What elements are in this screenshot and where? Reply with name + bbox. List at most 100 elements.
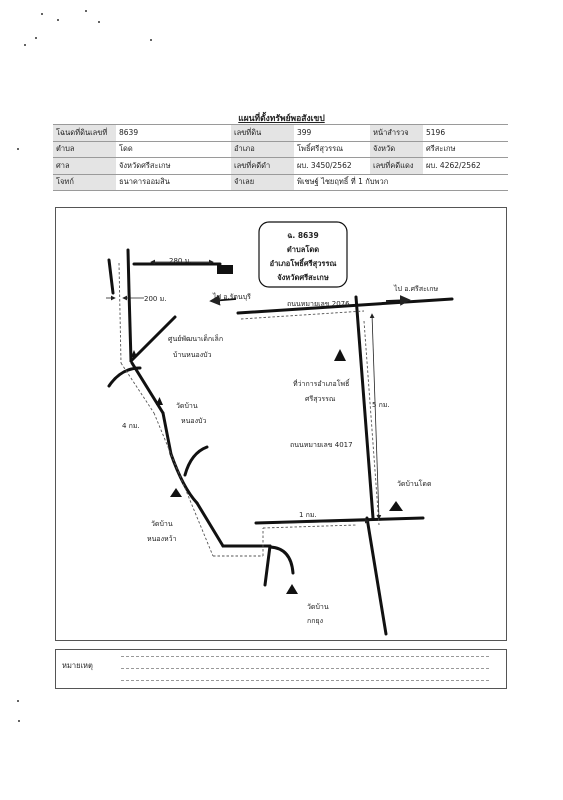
temple-nongbua-icon (156, 397, 163, 405)
info-value: 8639 (116, 124, 231, 142)
scan-speck (150, 39, 152, 41)
landmarks (131, 349, 403, 594)
map-labels: 280 ม. 200 ม. ไป อ.รัตนบุรี ไป อ.ศรีสะเก… (122, 257, 438, 625)
info-value: 399 (294, 124, 370, 142)
direction-label: ไป อ.ศรีสะเกษ (393, 284, 438, 293)
temple-kakung-icon (286, 584, 298, 594)
scan-speck (17, 700, 19, 702)
distance-label: 5 กม. (372, 401, 390, 409)
direction-arrow-sisaket (385, 294, 411, 306)
remarks-label: หมายเหตุ (62, 661, 93, 670)
property-marker-icon (217, 265, 233, 274)
table-row: โจทก์ ธนาคารออมสิน จำเลย พิเชษฐ์ ไชยฤทธิ… (53, 173, 508, 191)
info-label: เลขที่ดิน (231, 124, 294, 142)
info-value: ผบ. 3450/2562 (294, 157, 370, 175)
scan-speck (17, 148, 19, 150)
route-dashed (118, 262, 380, 557)
road (254, 516, 425, 525)
landmark-label: หนองบัว (181, 417, 206, 425)
district-office-icon (334, 349, 346, 361)
info-value: พิเชษฐ์ ไชยฤทธิ์ ที่ 1 กับพวก (294, 173, 508, 191)
landmark-label: บ้านหนองบัว (173, 351, 212, 359)
road (183, 445, 209, 477)
landmark-label: หนองหว้า (147, 535, 177, 543)
scan-speck (41, 13, 43, 15)
road (129, 315, 177, 363)
child-center-icon (131, 350, 137, 357)
road (127, 289, 133, 363)
landmark-label: ศูนย์พัฒนาเด็กเล็ก (168, 334, 223, 343)
road-label: ถนนหมายเลข 4017 (290, 441, 353, 449)
remarks-line (121, 656, 489, 657)
info-value: โพธิ์ศรีสุวรรณ (294, 140, 370, 158)
scan-speck (57, 19, 59, 21)
property-label-box (258, 221, 348, 288)
scan-speck (18, 720, 20, 722)
scan-speck (24, 44, 26, 46)
direction-arrow-rattanaburi (209, 294, 237, 306)
table-row: ตำบล โดด อำเภอ โพธิ์ศรีสุวรรณ จังหวัด ศร… (53, 140, 508, 158)
remarks-line (121, 680, 489, 681)
road (195, 501, 225, 548)
info-label: เลขที่คดีแดง (370, 157, 423, 175)
landmark-label: วัดบ้าน (307, 603, 329, 611)
landmark-label: วัดบ้านโดด (397, 479, 432, 488)
info-label: โจทก์ (53, 173, 116, 191)
route-segment (120, 362, 155, 414)
info-value: 5196 (423, 124, 508, 142)
table-row: ศาล จังหวัดศรีสะเกษ เลขที่คดีดำ ผบ. 3450… (53, 157, 508, 175)
info-label: เลขที่คดีดำ (231, 157, 294, 175)
remarks-line (121, 668, 489, 669)
info-label: อำเภอ (231, 140, 294, 158)
box-line: ฉ. 8639 (287, 231, 318, 240)
scan-speck (35, 37, 37, 39)
info-value: ศรีสะเกษ (423, 140, 508, 158)
temple-dod-icon (389, 501, 403, 511)
road (268, 545, 295, 575)
info-label: โฉนดที่ดินเลขที่ (53, 124, 116, 142)
property-info-table: โฉนดที่ดินเลขที่ 8639 เลขที่ดิน 399 หน้า… (53, 124, 508, 191)
road (130, 361, 165, 415)
info-label: ตำบล (53, 140, 116, 158)
landmark-label: กกยุง (307, 617, 323, 625)
info-label: จังหวัด (370, 140, 423, 158)
box-line: จังหวัดศรีสะเกษ (277, 273, 329, 282)
route-segment (153, 412, 214, 557)
road-label: ถนนหมายเลข 2076 (287, 300, 350, 308)
route-segment (118, 262, 122, 364)
route-segment (262, 524, 357, 529)
direction-label: ไป อ.รัตนบุรี (212, 292, 251, 301)
arrow-1km (280, 518, 370, 524)
road (236, 297, 454, 315)
landmark-label: วัดบ้าน (151, 520, 173, 528)
landmark-label: ศรีสุวรรณ (305, 395, 336, 403)
box-line: อำเภอโพธิ์ศรีสุวรรณ (270, 257, 337, 268)
box-line: ตำบลโดด (287, 244, 319, 254)
temple-nongwa-icon (170, 488, 182, 497)
remarks-section: หมายเหตุ (55, 649, 507, 689)
distance-label: 4 กม. (122, 422, 140, 430)
distance-label: 1 กม. (299, 511, 317, 519)
landmark-label: วัดบ้าน (176, 402, 198, 410)
landmark-label: ที่ว่าการอำเภอโพธิ์ (293, 378, 351, 388)
road (365, 516, 388, 636)
map-drawing: ฉ. 8639 ตำบลโดด อำเภอโพธิ์ศรีสุวรรณ จังห… (106, 221, 454, 636)
info-label: จำเลย (231, 173, 294, 191)
distance-label: 280 ม. (169, 257, 191, 265)
arrow-5km (369, 313, 382, 520)
info-value: จังหวัดศรีสะเกษ (116, 157, 231, 175)
roads (107, 248, 454, 636)
scan-speck (98, 21, 100, 23)
info-label: หน้าสำรวจ (370, 124, 423, 142)
info-value: ผบ. 4262/2562 (423, 157, 508, 175)
info-value: โดด (116, 140, 231, 158)
info-value: ธนาคารออมสิน (116, 173, 231, 191)
page-title: แผนที่ตั้งทรัพย์พอสังเขป (238, 114, 325, 124)
road (107, 258, 115, 295)
road (126, 248, 131, 293)
distance-label: 200 ม. (144, 295, 166, 303)
info-label: ศาล (53, 157, 116, 175)
location-map: ฉ. 8639 ตำบลโดด อำเภอโพธิ์ศรีสุวรรณ จังห… (55, 207, 507, 641)
dimension-arrows (106, 259, 382, 524)
table-row: โฉนดที่ดินเลขที่ 8639 เลขที่ดิน 399 หน้า… (53, 124, 508, 142)
